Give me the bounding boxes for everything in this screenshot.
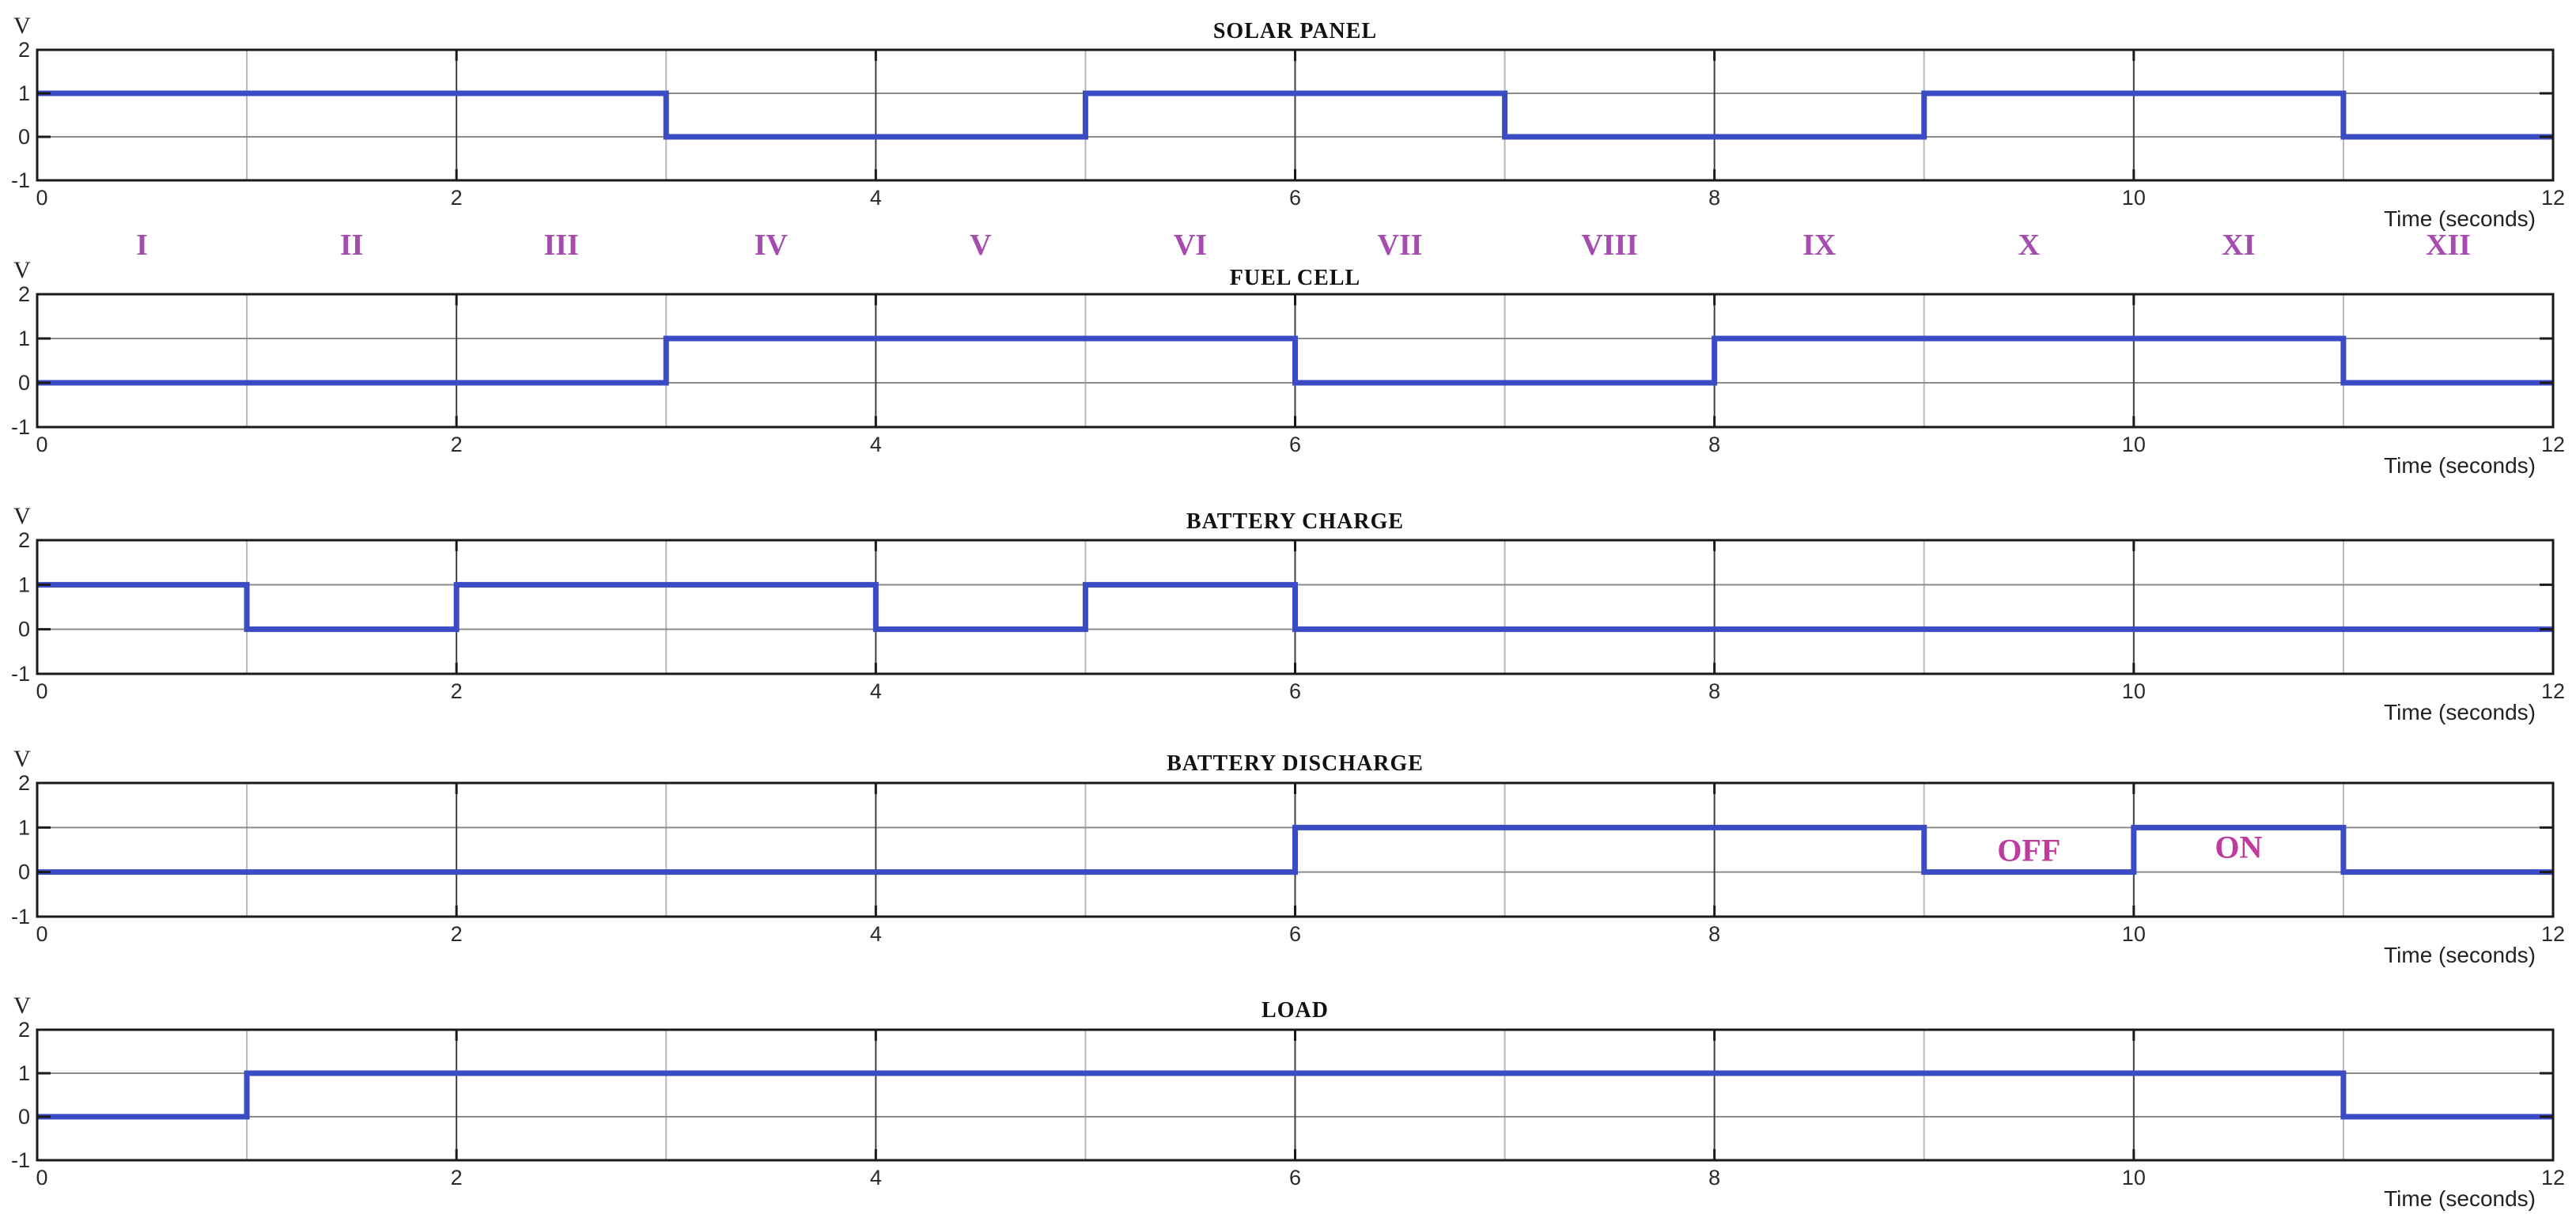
y-tick-label: 0 — [18, 618, 30, 641]
y-tick-label: -1 — [11, 415, 30, 439]
x-tick-label: 10 — [2122, 922, 2146, 946]
x-tick-label: 8 — [1708, 1166, 1720, 1189]
x-tick-label: 10 — [2122, 433, 2146, 456]
x-tick-label: 8 — [1708, 679, 1720, 703]
interval-numeral-ix: IX — [1802, 229, 1836, 262]
y-tick-label: 2 — [18, 282, 30, 306]
y-axis-label: V — [13, 257, 31, 283]
y-tick-label: 1 — [18, 815, 30, 839]
plot-border-load — [36, 1028, 2555, 1162]
x-tick-label: 2 — [451, 1166, 463, 1189]
x-tick-label: 12 — [2541, 186, 2565, 210]
x-tick-label: 0 — [36, 186, 47, 210]
signal-fuel-cell — [37, 335, 2553, 386]
interval-numeral-vi: VI — [1174, 229, 1207, 262]
y-tick-label: -1 — [11, 1148, 30, 1172]
interval-numeral-iii: III — [544, 229, 579, 262]
y-axis-label: V — [13, 993, 31, 1019]
x-axis-label: Time (seconds) — [2384, 206, 2536, 231]
x-axis-label: Time (seconds) — [2384, 453, 2536, 478]
interval-numeral-vii: VII — [1378, 229, 1423, 262]
y-tick-label: 0 — [18, 371, 30, 395]
interval-numeral-i: I — [136, 229, 148, 262]
interval-numeral-iv: IV — [755, 229, 789, 262]
plot-border-fuel-cell — [36, 293, 2555, 429]
chart-title-battery-discharge: BATTERY DISCHARGE — [1167, 751, 1424, 776]
y-tick-label: 2 — [18, 1018, 30, 1042]
plot-border-battery-charge — [36, 539, 2555, 675]
x-tick-label: 12 — [2541, 922, 2565, 946]
y-tick-label: -1 — [11, 662, 30, 686]
y-axis-label: V — [13, 13, 31, 39]
y-axis-label: V — [13, 503, 31, 529]
x-tick-label: 8 — [1708, 433, 1720, 456]
x-tick-label: 6 — [1289, 922, 1301, 946]
y-tick-label: 2 — [18, 528, 30, 552]
signal-battery-discharge — [37, 824, 2553, 876]
x-tick-label: 4 — [870, 433, 882, 456]
chart-title-fuel-cell: FUEL CELL — [1229, 266, 1361, 290]
x-tick-label: 2 — [451, 186, 463, 210]
annotation-off: OFF — [1997, 833, 2060, 868]
plot-border-battery-discharge — [36, 781, 2555, 918]
y-tick-label: 1 — [18, 327, 30, 350]
x-tick-label: 2 — [451, 679, 463, 703]
signal-battery-charge — [37, 581, 2553, 633]
chart-title-solar-panel: SOLAR PANEL — [1212, 19, 1378, 43]
x-tick-label: 8 — [1708, 922, 1720, 946]
x-axis-label: Time (seconds) — [2384, 1186, 2536, 1211]
signal-load — [37, 1070, 2553, 1120]
x-tick-label: 12 — [2541, 679, 2565, 703]
y-tick-label: 0 — [18, 860, 30, 884]
x-tick-label: 4 — [870, 186, 882, 210]
y-axis-label: V — [13, 746, 31, 772]
chart-title-battery-charge: BATTERY CHARGE — [1186, 509, 1405, 534]
y-tick-label: -1 — [11, 905, 30, 928]
x-tick-label: 4 — [870, 679, 882, 703]
interval-numeral-viii: VIII — [1581, 229, 1638, 262]
y-tick-label: 0 — [18, 1105, 30, 1129]
x-tick-label: 6 — [1289, 186, 1301, 210]
x-tick-label: 4 — [870, 922, 882, 946]
x-tick-label: 0 — [36, 433, 47, 456]
x-tick-label: 10 — [2122, 1166, 2146, 1189]
annotation-on: ON — [2215, 830, 2262, 865]
y-tick-label: -1 — [11, 168, 30, 192]
y-tick-label: 1 — [18, 573, 30, 596]
x-tick-label: 0 — [36, 922, 47, 946]
x-tick-label: 2 — [451, 433, 463, 456]
interval-numeral-v: V — [970, 229, 992, 262]
x-tick-label: 0 — [36, 679, 47, 703]
y-tick-label: 1 — [18, 81, 30, 105]
x-axis-label: Time (seconds) — [2384, 943, 2536, 967]
x-tick-label: 12 — [2541, 433, 2565, 456]
x-axis-label: Time (seconds) — [2384, 700, 2536, 724]
interval-numeral-x: X — [2018, 229, 2040, 262]
y-tick-label: 0 — [18, 125, 30, 149]
y-tick-label: 2 — [18, 771, 30, 795]
interval-numeral-xi: XI — [2222, 229, 2255, 262]
x-tick-label: 10 — [2122, 186, 2146, 210]
x-tick-label: 12 — [2541, 1166, 2565, 1189]
x-tick-label: 6 — [1289, 1166, 1301, 1189]
chart-title-load: LOAD — [1262, 998, 1329, 1023]
x-tick-label: 2 — [451, 922, 463, 946]
x-tick-label: 8 — [1708, 186, 1720, 210]
x-tick-label: 6 — [1289, 433, 1301, 456]
plot-border-solar-panel — [36, 48, 2555, 182]
signal-solar-panel — [37, 90, 2553, 140]
y-tick-label: 2 — [18, 38, 30, 62]
x-tick-label: 10 — [2122, 679, 2146, 703]
interval-numeral-ii: II — [340, 229, 364, 262]
y-tick-label: 1 — [18, 1061, 30, 1085]
x-tick-label: 0 — [36, 1166, 47, 1189]
interval-numeral-xii: XII — [2426, 229, 2471, 262]
x-tick-label: 6 — [1289, 679, 1301, 703]
x-tick-label: 4 — [870, 1166, 882, 1189]
